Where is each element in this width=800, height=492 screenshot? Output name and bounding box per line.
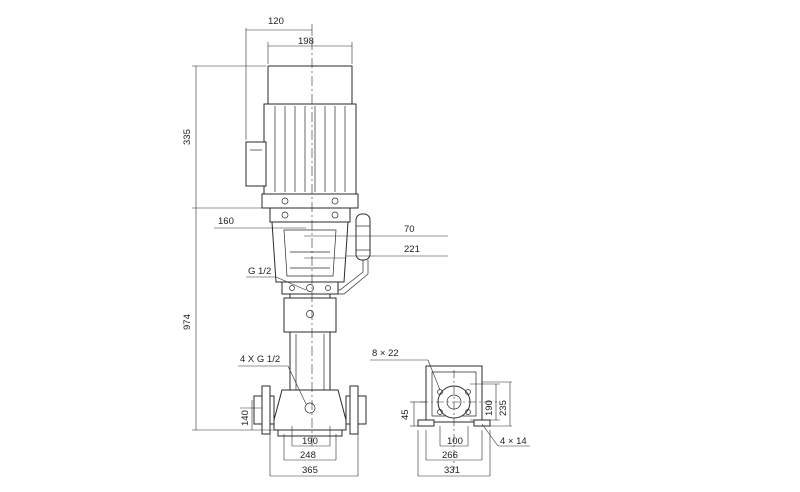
dim-total-height: 974: [182, 314, 193, 330]
holes-label: 8 × 22: [372, 348, 399, 359]
motor-fins: [274, 106, 346, 192]
dim-inlet-height: 140: [240, 410, 251, 426]
base-plate: [277, 429, 343, 437]
terminal-box: [245, 141, 267, 187]
mount-holes-label: 4 × 14: [500, 436, 527, 447]
head-plate: [281, 281, 339, 295]
dim-motor-width: 198: [298, 36, 314, 47]
motor-top-cap: [267, 65, 353, 105]
foot-right: [473, 419, 491, 427]
dim-base-b: 248: [300, 450, 316, 461]
foot-left: [417, 419, 435, 427]
dim-flange-b: 235: [498, 400, 509, 416]
dim-coupling: 160: [218, 216, 234, 227]
dim-base-a: 190: [302, 436, 318, 447]
dim-outer-width: 331: [444, 465, 460, 476]
drain-label: G 1/2: [248, 266, 271, 277]
dim-mid-width: 266: [442, 450, 458, 461]
pump-base: [273, 389, 347, 431]
dim-base-c: 365: [302, 465, 318, 476]
dim-accessory-a: 70: [404, 224, 415, 235]
motor-body: [263, 103, 357, 195]
dim-motor-height: 335: [182, 129, 193, 145]
pressure-switch: [336, 213, 371, 295]
motor-flange: [261, 193, 359, 209]
dim-flange-a: 190: [484, 400, 495, 416]
pump-side-view: 120 198 335 974 160 70 221 G 1/2 4 X G 1…: [182, 16, 448, 477]
dim-top-offset: 120: [268, 16, 284, 27]
ports-label: 4 X G 1/2: [240, 354, 280, 365]
pump-base-view: 8 × 22 45 190 235 4 × 14 100 266 331: [370, 348, 530, 477]
dim-accessory-b: 221: [404, 244, 420, 255]
dim-base-height: 45: [400, 409, 411, 420]
dim-inner-width: 100: [447, 436, 463, 447]
